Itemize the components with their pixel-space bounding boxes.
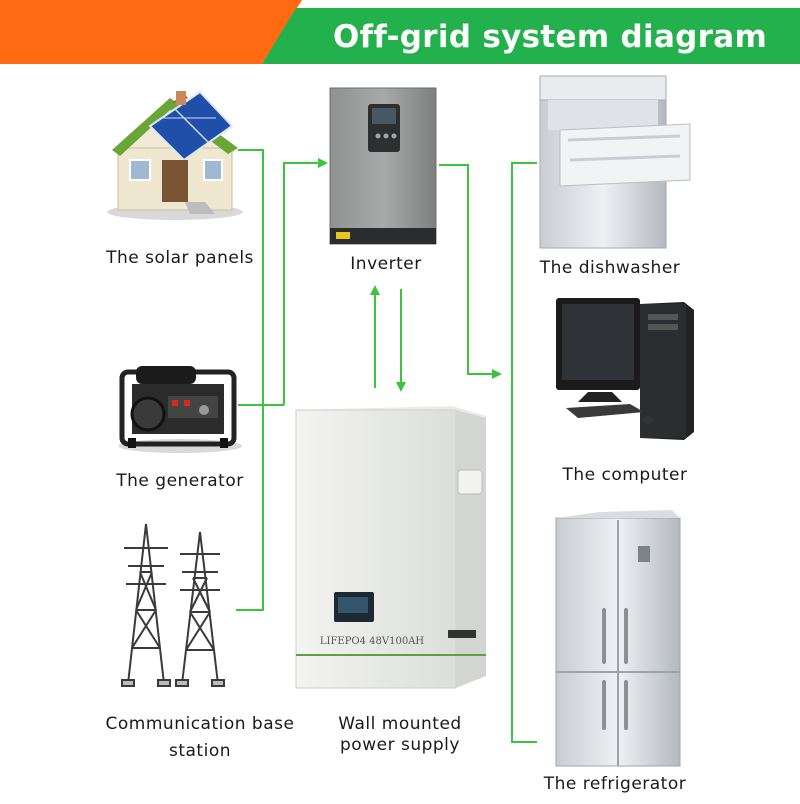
header-banner (0, 0, 800, 64)
label-refrigerator: The refrigerator (543, 774, 687, 794)
computer-icon (556, 298, 694, 440)
label-inverter: Inverter (350, 254, 422, 274)
line-solar (236, 149, 264, 611)
header-green-band (262, 8, 800, 64)
label-power-supply: power supply (340, 735, 460, 755)
load-bus (511, 162, 537, 743)
refrigerator-icon (555, 510, 681, 767)
label-generator: The generator (116, 471, 244, 491)
label-dishwasher: The dishwasher (539, 258, 681, 278)
transmission-tower-icon (121, 523, 225, 687)
battery-icon: LIFEPO4 48V100AH (295, 406, 486, 689)
label-communication-base: Communication base (105, 714, 295, 734)
generator-icon (118, 366, 242, 453)
arrow-inverter-to-loads (439, 164, 502, 379)
label-computer: The computer (562, 465, 688, 485)
inverter-icon (329, 87, 437, 245)
battery-plate: LIFEPO4 48V100AH (320, 636, 425, 647)
solar-house-icon (107, 90, 243, 220)
label-solar-panels: The solar panels (106, 248, 254, 268)
connectors (236, 149, 537, 743)
label-wall-mounted: Wall mounted (338, 714, 462, 734)
label-communication-station: station (168, 741, 231, 761)
header-orange-band (0, 0, 302, 64)
dishwasher-icon (539, 75, 691, 249)
arrow-to-inverter (283, 158, 328, 405)
page-title: Off-grid system diagram (332, 19, 768, 55)
